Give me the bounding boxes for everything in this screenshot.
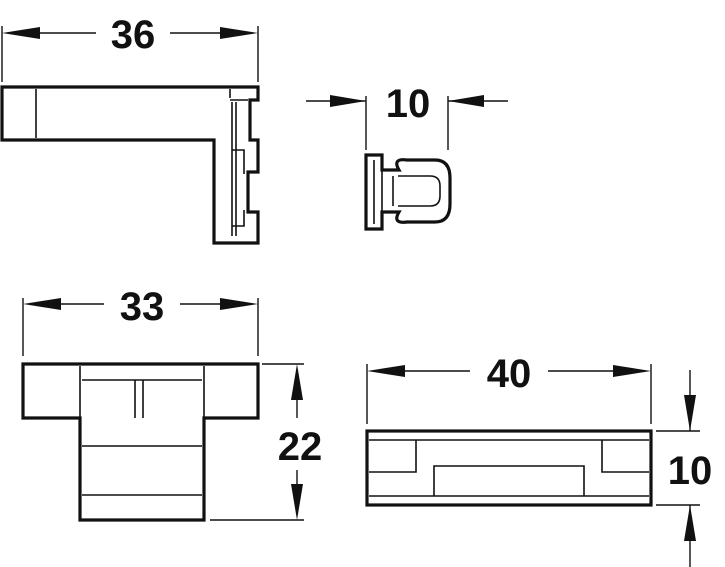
top-view: [365, 429, 653, 507]
side-profile-view: [0, 85, 260, 245]
front-view: [21, 362, 260, 522]
dimension-label-40: 40: [487, 352, 532, 396]
dimension-label-10-top: 10: [386, 82, 431, 126]
dimension-40: 40: [366, 352, 652, 424]
clip-end-view: [364, 153, 452, 231]
dimension-10-right: 10: [656, 370, 712, 567]
dimension-22: 22: [210, 363, 323, 521]
dimension-10-top: 10: [306, 82, 508, 150]
dimension-33: 33: [22, 285, 259, 356]
dimension-label-22: 22: [278, 425, 323, 469]
dimension-36: 36: [1, 13, 259, 82]
dimension-label-33: 33: [120, 285, 165, 329]
dimension-label-36: 36: [111, 13, 156, 57]
dimension-label-10-right: 10: [668, 449, 713, 493]
